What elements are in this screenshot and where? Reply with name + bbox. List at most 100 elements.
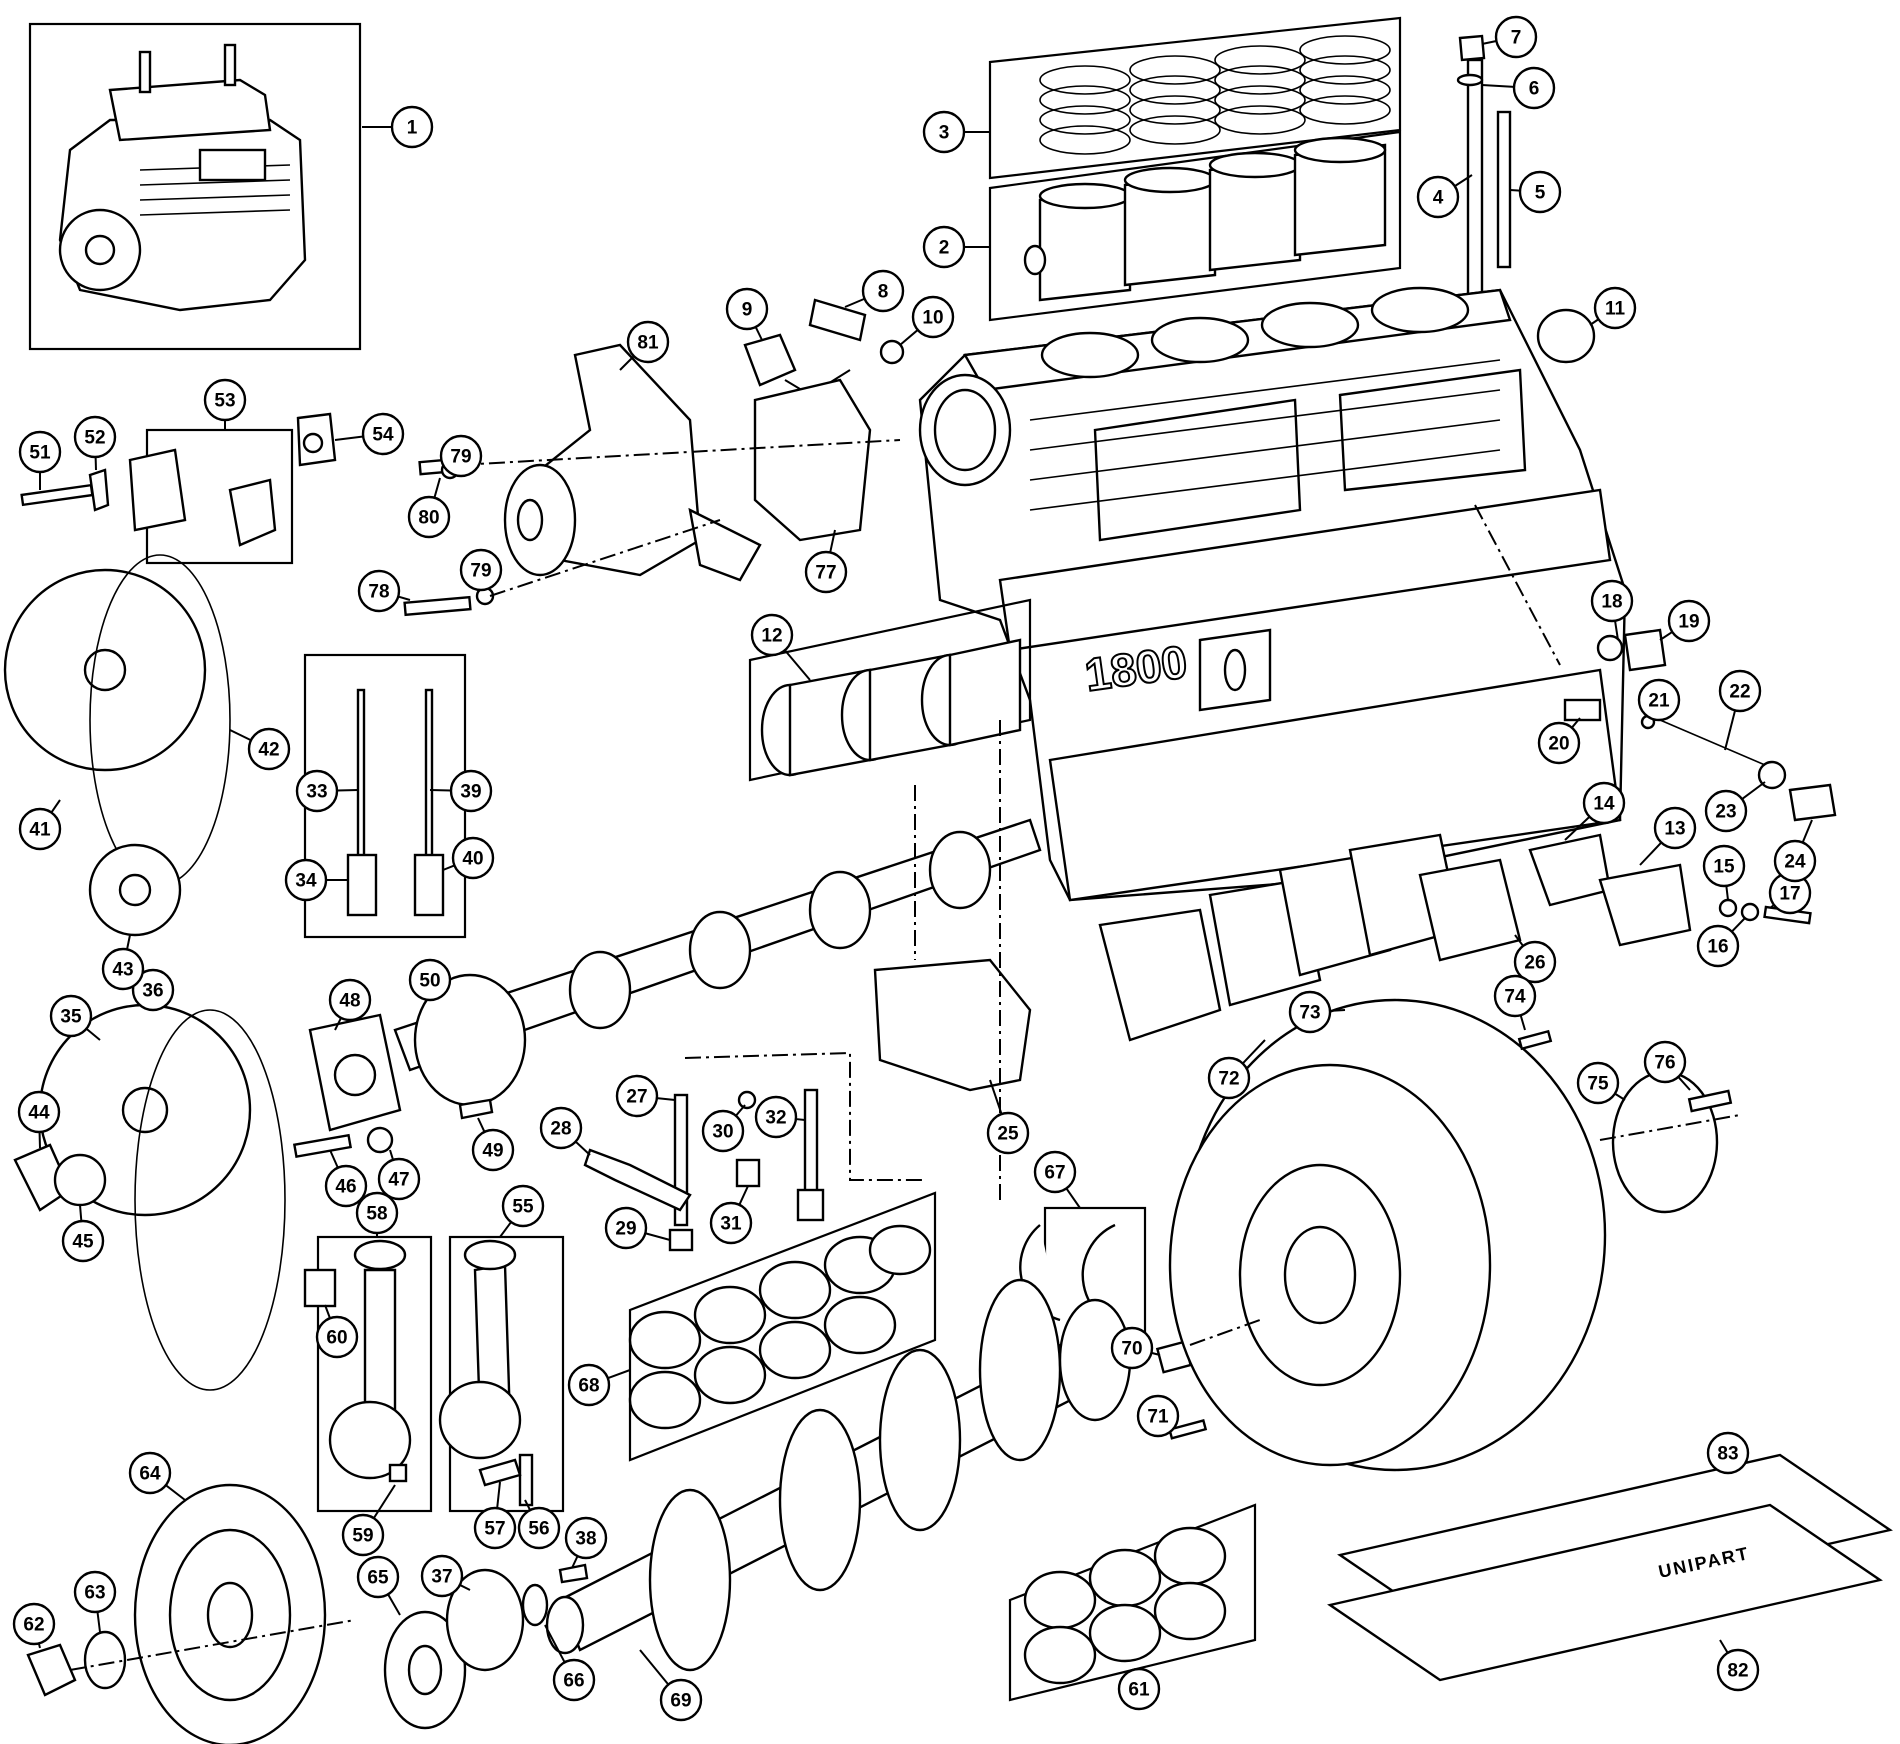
callout-42: 42 — [229, 727, 291, 771]
camshaft-key — [458, 1098, 494, 1120]
callout-leader-47 — [389, 1149, 395, 1161]
callout-circle-38 — [564, 1516, 608, 1560]
callout-circle-54 — [361, 412, 405, 456]
callout-number-49: 49 — [482, 1141, 503, 1162]
callout-number-19: 19 — [1678, 612, 1699, 633]
callout-20: 20 — [1537, 717, 1581, 765]
callout-number-16: 16 — [1707, 937, 1728, 958]
callout-number-32: 32 — [765, 1108, 786, 1129]
callout-circle-11 — [1593, 286, 1637, 330]
callout-leader-26 — [1514, 934, 1524, 947]
callout-32: 32 — [754, 1095, 806, 1139]
callout-circle-66 — [552, 1658, 596, 1702]
callout-55: 55 — [499, 1184, 545, 1238]
callout-number-82: 82 — [1727, 1661, 1748, 1682]
callout-circle-30 — [701, 1109, 745, 1153]
callout-number-34: 34 — [295, 871, 317, 892]
callout-number-29: 29 — [615, 1219, 636, 1240]
callout-7: 7 — [1481, 15, 1538, 59]
callout-number-3: 3 — [939, 123, 950, 144]
callout-21: 21 — [1637, 678, 1681, 722]
callout-circle-16 — [1696, 924, 1740, 968]
callout-number-1: 1 — [407, 118, 418, 139]
callout-52: 52 — [73, 415, 117, 471]
callout-number-73: 73 — [1299, 1003, 1320, 1024]
callout-leader-12 — [784, 649, 811, 681]
timing-gear-upper — [3, 554, 231, 937]
callout-leader-5 — [1509, 189, 1521, 192]
callout-number-60: 60 — [326, 1328, 347, 1349]
callout-circle-72 — [1207, 1056, 1251, 1100]
callout-number-17: 17 — [1779, 884, 1800, 905]
callout-4: 4 — [1416, 174, 1473, 219]
callout-leader-49 — [477, 1117, 486, 1133]
callout-73: 73 — [1288, 990, 1346, 1034]
callout-67: 67 — [1033, 1150, 1081, 1209]
callout-circle-26 — [1513, 940, 1557, 984]
callout-18: 18 — [1590, 579, 1634, 641]
callout-80: 80 — [407, 477, 451, 539]
callout-79: 79 — [439, 434, 483, 478]
callout-number-57: 57 — [484, 1519, 505, 1540]
callout-leader-75 — [1614, 1092, 1626, 1101]
callout-40: 40 — [442, 836, 495, 880]
callout-number-41: 41 — [29, 820, 51, 841]
callout-number-75: 75 — [1587, 1074, 1609, 1095]
callout-leader-81 — [619, 355, 635, 371]
callout-16: 16 — [1696, 917, 1746, 968]
callout-leader-27 — [656, 1097, 676, 1101]
callout-leader-60 — [324, 1304, 331, 1319]
callout-circle-23 — [1704, 789, 1748, 833]
callout-leader-30 — [735, 1104, 746, 1117]
callout-circle-79 — [459, 548, 503, 592]
callout-circle-82 — [1716, 1648, 1760, 1692]
callout-leader-45 — [79, 1204, 83, 1222]
callout-leader-39 — [429, 789, 452, 792]
callout-circle-53 — [203, 378, 247, 422]
callout-41: 41 — [18, 799, 62, 851]
callout-number-59: 59 — [352, 1526, 373, 1547]
oil-pressure-fittings — [743, 298, 905, 397]
callout-13: 13 — [1639, 806, 1697, 866]
callout-number-56: 56 — [528, 1519, 549, 1540]
callout-circle-69 — [659, 1678, 703, 1722]
callout-39: 39 — [429, 769, 493, 813]
callout-14: 14 — [1564, 781, 1626, 841]
callout-number-48: 48 — [339, 991, 360, 1012]
callout-circle-68 — [567, 1363, 611, 1407]
callout-33: 33 — [295, 769, 359, 813]
callout-leader-23 — [1741, 781, 1766, 800]
callout-number-38: 38 — [575, 1529, 596, 1550]
callout-leader-69 — [639, 1649, 670, 1686]
callout-circle-9 — [725, 287, 769, 331]
callout-number-76: 76 — [1654, 1053, 1675, 1074]
callout-22: 22 — [1718, 669, 1762, 751]
callout-27: 27 — [615, 1074, 676, 1118]
callout-circle-18 — [1590, 579, 1634, 623]
callout-number-61: 61 — [1128, 1680, 1150, 1701]
callout-number-35: 35 — [60, 1007, 82, 1028]
callout-leader-70 — [1151, 1351, 1161, 1356]
callout-leader-55 — [499, 1221, 512, 1238]
callout-65: 65 — [356, 1555, 401, 1616]
callout-circle-3 — [922, 110, 966, 154]
callout-circle-51 — [18, 430, 62, 474]
piston-rings-set — [988, 16, 1402, 180]
callout-number-25: 25 — [997, 1124, 1019, 1145]
callout-leader-80 — [433, 477, 441, 499]
callout-circle-1 — [390, 105, 434, 149]
cylinder-head-studs — [1456, 34, 1512, 307]
callout-leader-9 — [754, 326, 763, 341]
flywheel-dowel-upper — [1517, 1029, 1553, 1051]
callout-number-44: 44 — [28, 1103, 50, 1124]
callout-leader-35 — [85, 1027, 101, 1041]
callout-69: 69 — [639, 1649, 703, 1722]
callout-25: 25 — [986, 1079, 1030, 1155]
parts-artwork: 1800 — [3, 16, 1893, 1744]
callout-54: 54 — [334, 412, 405, 456]
callout-82: 82 — [1716, 1639, 1760, 1692]
callout-number-58: 58 — [366, 1204, 387, 1225]
callout-number-78: 78 — [368, 582, 389, 603]
callout-47: 47 — [377, 1149, 421, 1201]
